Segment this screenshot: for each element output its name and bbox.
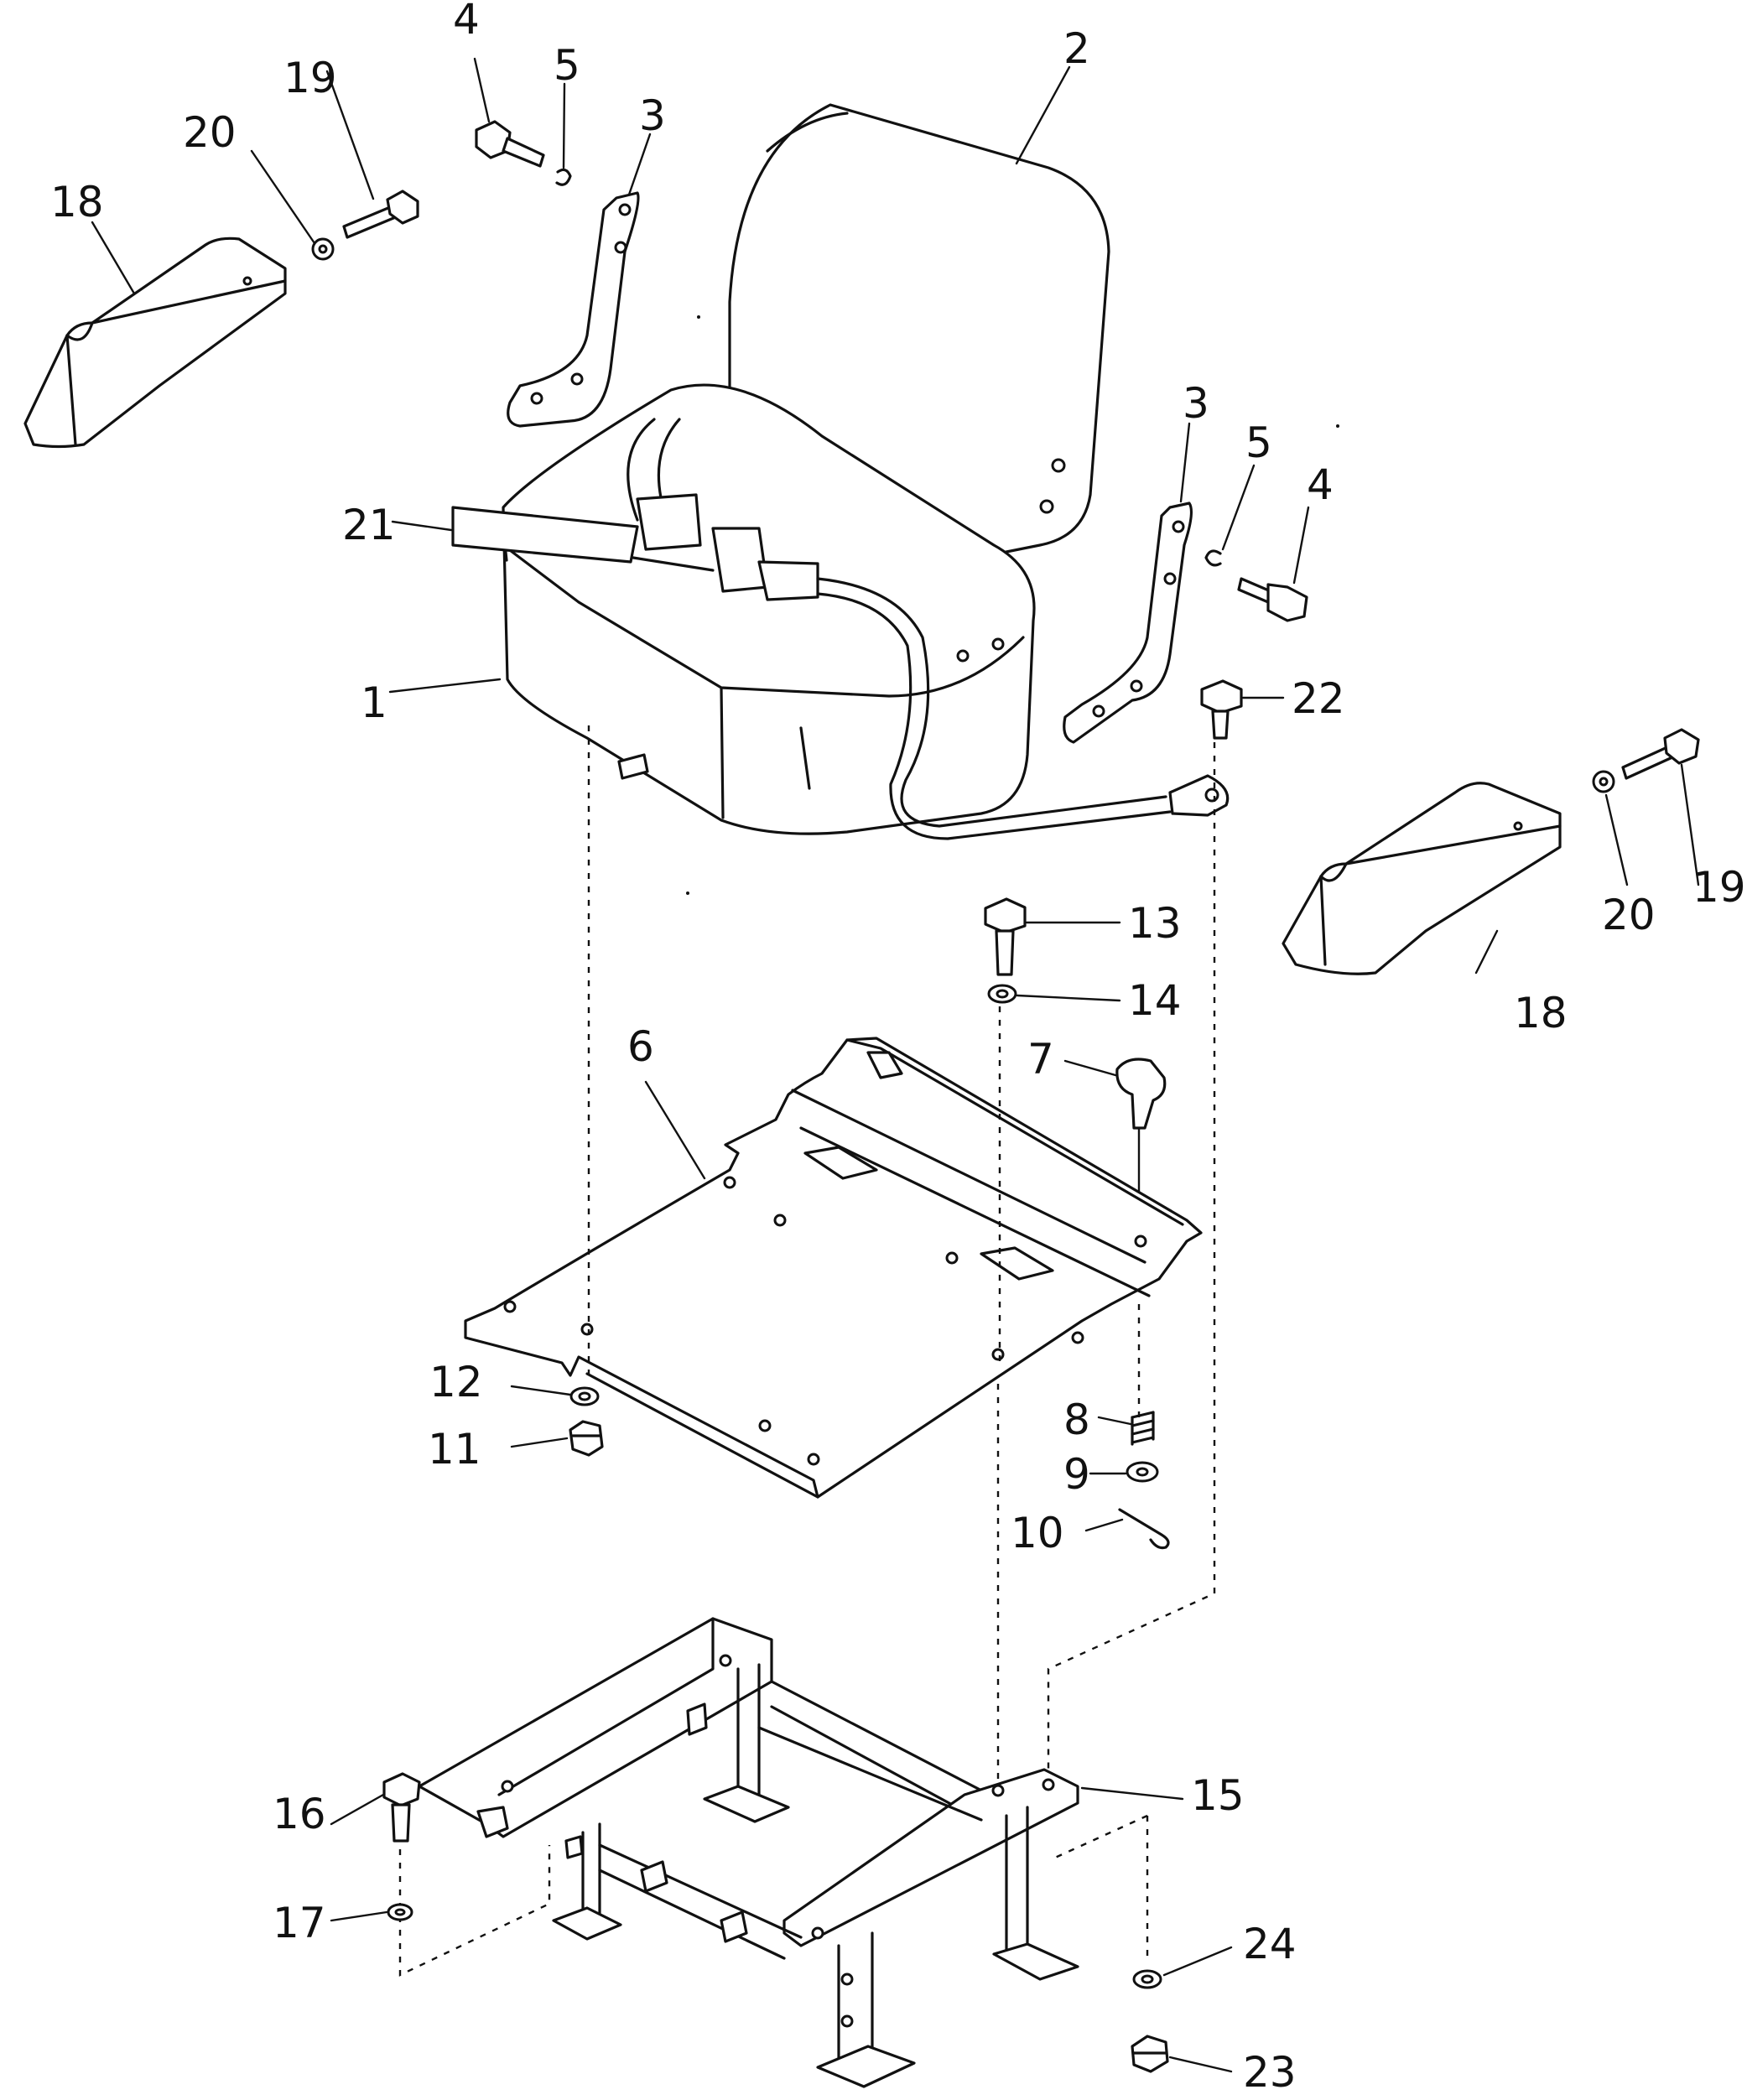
slide-plate [464, 1037, 1203, 1499]
speck [686, 891, 689, 895]
washer-20-right [1592, 770, 1615, 793]
callout-18: 18 [50, 178, 104, 226]
callout-12: 12 [429, 1358, 483, 1406]
callout-18: 18 [1514, 989, 1568, 1037]
callout-5: 5 [554, 41, 580, 90]
callout-20: 20 [183, 108, 237, 157]
washer-12 [569, 1386, 600, 1406]
washer-14 [987, 984, 1017, 1004]
callout-24: 24 [1243, 1920, 1297, 1968]
assembly-lines [398, 725, 1216, 1977]
armrest-right [1282, 782, 1562, 975]
callout-16: 16 [273, 1790, 326, 1838]
washer-17 [387, 1903, 413, 1921]
bolt-22 [1200, 679, 1243, 740]
callout-19: 19 [1692, 863, 1746, 912]
speck [697, 315, 700, 319]
callout-22: 22 [1292, 674, 1345, 723]
callout-4: 4 [453, 0, 480, 44]
callout-9: 9 [1063, 1450, 1090, 1499]
callout-14: 14 [1128, 976, 1182, 1025]
callout-15: 15 [1191, 1771, 1245, 1820]
callout-4: 4 [1307, 460, 1334, 509]
nut-23 [1131, 2035, 1169, 2073]
callout-labels: 1 2 3 3 4 4 5 5 6 7 8 9 10 11 12 13 14 1… [50, 0, 1746, 2097]
bolt-19-right [1621, 728, 1700, 780]
pin-10 [1118, 1508, 1170, 1550]
washer-9 [1126, 1461, 1159, 1483]
callout-10: 10 [1011, 1509, 1064, 1557]
armrest-left [23, 237, 287, 449]
callout-17: 17 [273, 1899, 326, 1947]
washer-24 [1132, 1969, 1162, 1989]
bolt-19-left [342, 190, 419, 239]
speck [1336, 424, 1339, 428]
callout-13: 13 [1128, 899, 1182, 948]
callout-5: 5 [1245, 418, 1272, 467]
bolt-13 [984, 897, 1027, 976]
callout-6: 6 [627, 1022, 654, 1071]
callout-23: 23 [1243, 2048, 1297, 2097]
seat-belt [451, 418, 1230, 840]
bracket-right [1063, 502, 1193, 744]
washer-5-right [1204, 549, 1222, 567]
seat-stand [418, 1617, 1079, 2088]
bolt-4-right [1237, 577, 1308, 622]
callout-3: 3 [639, 91, 666, 140]
washer-20-left [311, 237, 335, 261]
callout-3: 3 [1183, 379, 1209, 428]
callout-19: 19 [283, 54, 337, 102]
callout-20: 20 [1602, 891, 1656, 939]
callout-21: 21 [342, 501, 396, 549]
bolt-4-left [475, 120, 545, 168]
spring-8 [1131, 1411, 1155, 1446]
callout-1: 1 [361, 678, 387, 727]
callout-2: 2 [1063, 24, 1090, 73]
washer-5-left [555, 168, 572, 186]
bolt-16 [382, 1772, 421, 1843]
nut-11 [569, 1420, 604, 1457]
bracket-left [507, 191, 640, 428]
callout-11: 11 [428, 1425, 481, 1474]
callout-8: 8 [1063, 1396, 1090, 1444]
callout-7: 7 [1027, 1035, 1054, 1084]
leader-lines [91, 57, 1700, 2073]
